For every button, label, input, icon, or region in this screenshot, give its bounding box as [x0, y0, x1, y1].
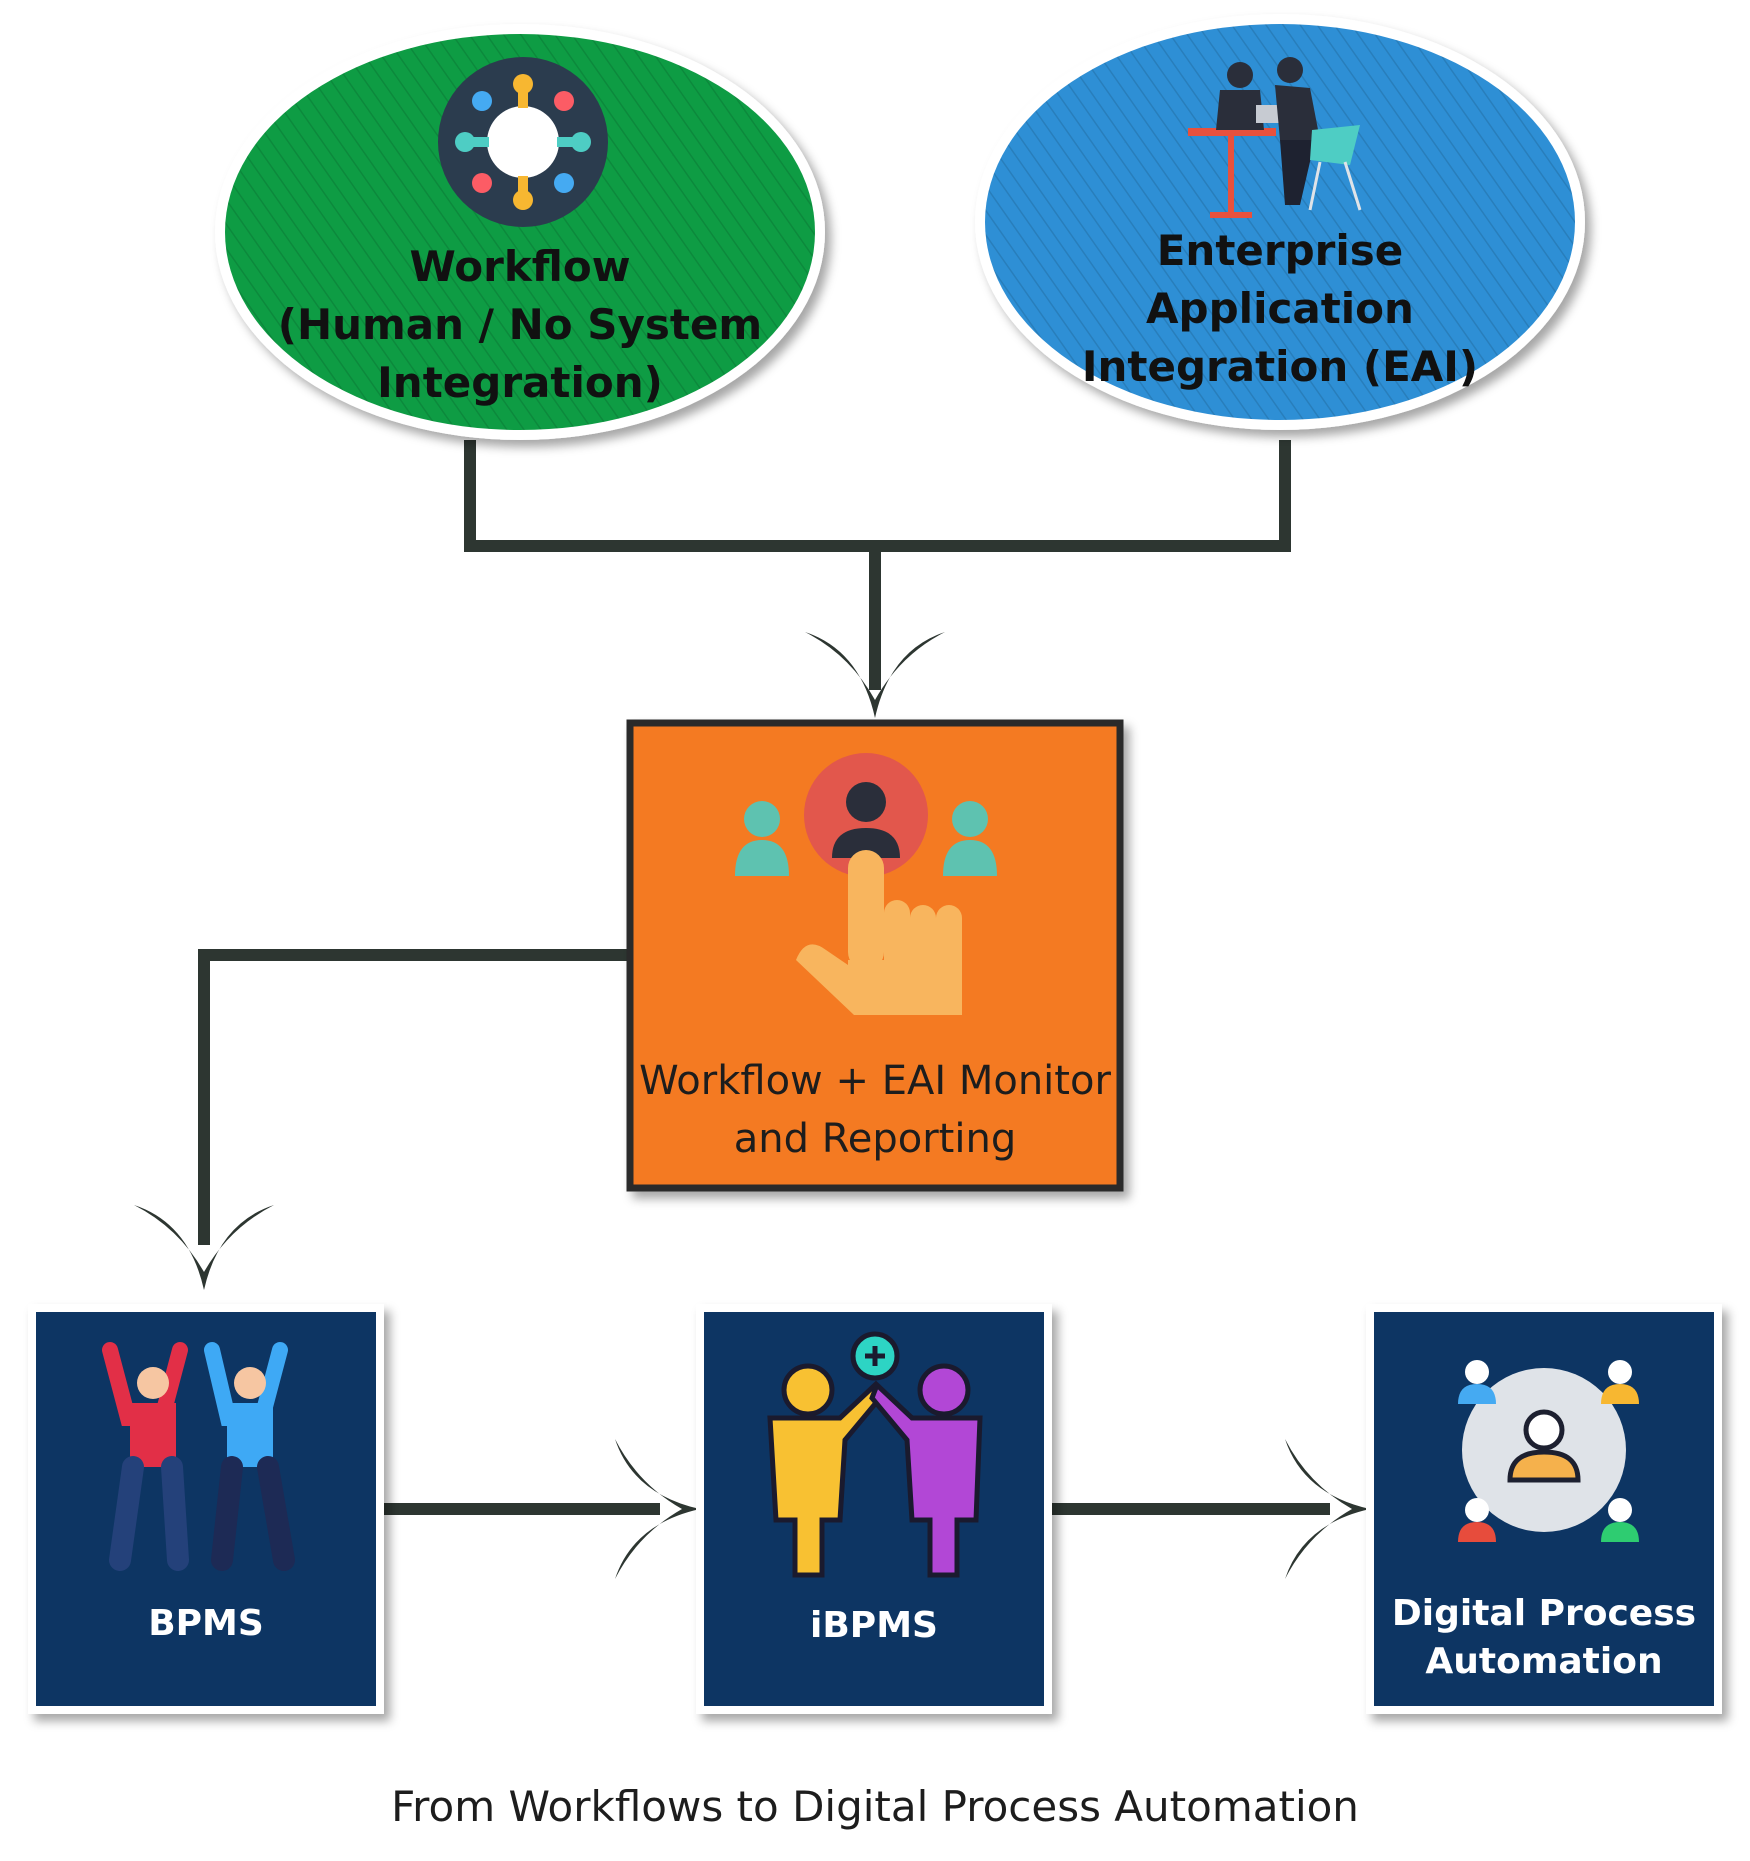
connector-monitor-to-bpms [198, 949, 630, 1245]
dpa-label-line-2: Automation [1425, 1641, 1663, 1682]
people-celebrating-icon [102, 1342, 295, 1571]
monitor-label: Workflow + EAI Monitor and Reporting [636, 1052, 1114, 1168]
workflow-label-line-1: Workflow [409, 242, 631, 291]
eai-node [975, 14, 1585, 430]
arrowhead-to-ibpms [615, 1439, 700, 1579]
user-network-icon [1458, 1360, 1639, 1542]
dpa-node [1366, 1304, 1722, 1714]
dpa-label-line-1: Digital Process [1391, 1593, 1697, 1634]
bpms-box [28, 1304, 384, 1714]
diagram-caption: From Workflows to Digital Process Automa… [391, 1782, 1359, 1831]
business-meeting-icon [1188, 57, 1362, 218]
partners-high-five-icon [767, 1331, 983, 1578]
ibpms-node [696, 1304, 1052, 1714]
monitor-label-line-1: Workflow + EAI Monitor [639, 1058, 1111, 1104]
workflow-label-line-2: (Human / No System [277, 300, 763, 349]
dpa-label: Digital Process Automation [1374, 1590, 1714, 1686]
monitor-node [626, 719, 1124, 1192]
workflow-label-line-3: Integration) [377, 358, 663, 407]
bpms-label: BPMS [148, 1603, 264, 1644]
connectors [134, 440, 1370, 1579]
eai-label: Enterprise Application Integration (EAI) [1030, 222, 1530, 396]
monitor-label-line-2: and Reporting [733, 1116, 1017, 1162]
bpms-node [28, 1304, 384, 1714]
arrowhead-to-bpms [134, 1205, 274, 1290]
ibpms-label: iBPMS [810, 1605, 938, 1646]
eai-label-line-3: Integration (EAI) [1081, 342, 1479, 391]
workflow-ellipse-texture [225, 34, 815, 430]
team-circle-icon [438, 57, 608, 227]
eai-ellipse-texture [985, 24, 1575, 420]
eai-label-line-2: Application [1146, 284, 1414, 333]
arrowhead-to-dpa [1285, 1439, 1370, 1579]
workflow-label: Workflow (Human / No System Integration) [270, 238, 770, 412]
connector-workflow-to-monitor [464, 440, 1291, 552]
hand-select-user-icon [735, 753, 997, 1015]
eai-label-line-1: Enterprise [1156, 226, 1404, 275]
workflow-node [215, 24, 825, 440]
arrowhead-to-monitor [805, 632, 945, 718]
